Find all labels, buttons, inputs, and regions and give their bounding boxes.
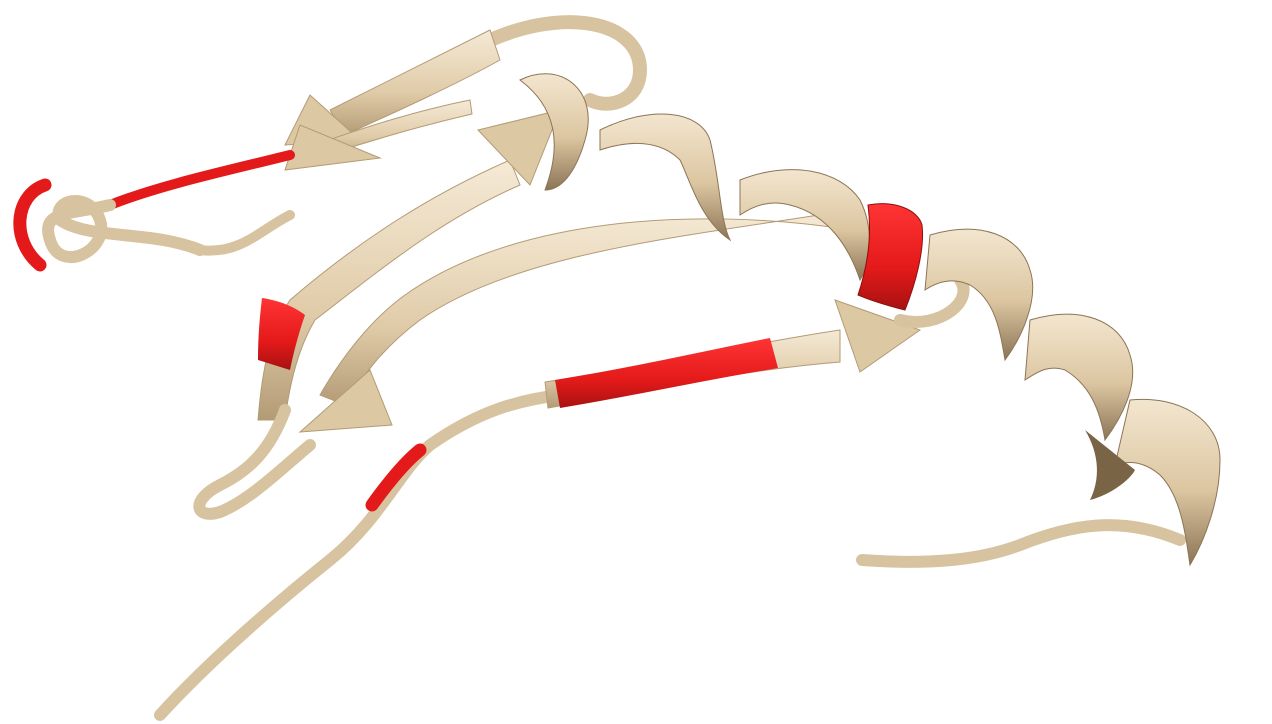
beta-strand-2-body bbox=[258, 160, 520, 420]
left-knot-highlight bbox=[20, 185, 45, 265]
helix-turn-3 bbox=[740, 170, 869, 280]
helix-turn-4 bbox=[925, 229, 1033, 360]
helix-turn-5 bbox=[1025, 314, 1133, 440]
beta-strand-4-highlight bbox=[555, 338, 778, 408]
bottom-hairpin-loop bbox=[199, 410, 310, 514]
left-knot-tail bbox=[200, 215, 290, 251]
beta-strand-4-arrowhead bbox=[835, 300, 920, 372]
n-terminal-tail bbox=[160, 395, 560, 715]
n-terminal-tail-highlight bbox=[372, 450, 420, 505]
helix-highlight-band bbox=[858, 204, 923, 310]
c-terminal-tail bbox=[862, 525, 1180, 562]
left-knot-loop bbox=[48, 201, 200, 257]
left-strand-highlight bbox=[110, 155, 290, 205]
